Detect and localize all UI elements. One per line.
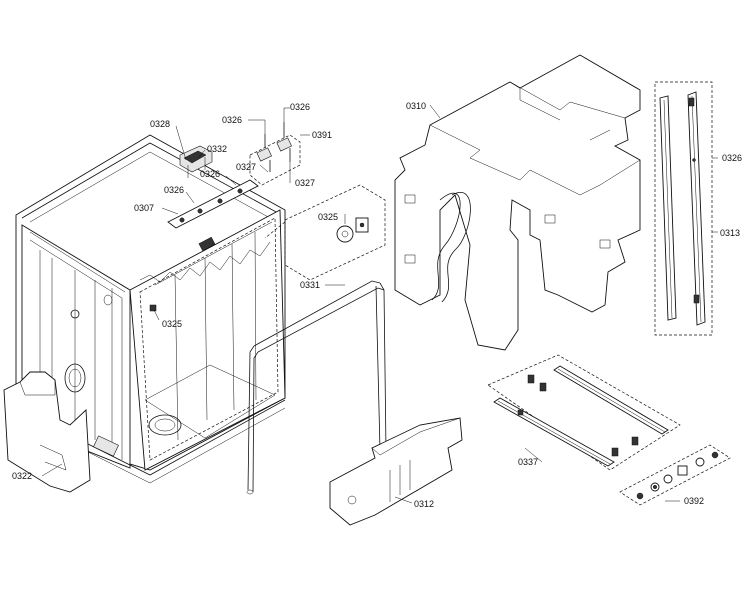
label-0312: 0312 (414, 499, 434, 509)
label-0327-b: 0327 (295, 178, 315, 188)
leader-lines (41, 104, 718, 504)
label-0325-a: 0325 (318, 212, 338, 222)
label-0326-e: 0326 (722, 153, 742, 163)
label-0391: 0391 (312, 130, 332, 140)
small-parts-0392 (619, 444, 731, 506)
label-0327-a: 0327 (236, 162, 256, 172)
top-bracket-0332 (179, 145, 213, 178)
label-0313: 0313 (720, 228, 740, 238)
label-0326-a: 0326 (222, 115, 242, 125)
label-0326-c: 0326 (200, 169, 220, 179)
label-0325-b: 0325 (162, 319, 182, 329)
callout-labels: 0328 0332 0326 0326 0391 0327 0327 0326 … (12, 101, 742, 509)
dishwasher-tub (15, 134, 286, 484)
label-0326-d: 0326 (164, 185, 184, 195)
front-panel-0312 (329, 417, 463, 526)
label-0328: 0328 (150, 119, 170, 129)
label-0322: 0322 (12, 471, 32, 481)
label-0392: 0392 (684, 496, 704, 506)
side-panel-0322 (3, 371, 91, 493)
label-0307: 0307 (134, 203, 154, 213)
side-rail-0313 (654, 81, 713, 336)
label-0310: 0310 (406, 101, 426, 111)
label-0337: 0337 (518, 457, 538, 467)
label-0326-b: 0326 (290, 102, 310, 112)
clip-group-0391 (249, 122, 301, 186)
insulation-0310 (394, 54, 641, 351)
label-0332: 0332 (207, 144, 227, 154)
mounting-strip-0307 (167, 179, 259, 229)
inset-0325 (264, 184, 386, 281)
rails-0337 (487, 354, 681, 471)
label-0331: 0331 (300, 280, 320, 290)
